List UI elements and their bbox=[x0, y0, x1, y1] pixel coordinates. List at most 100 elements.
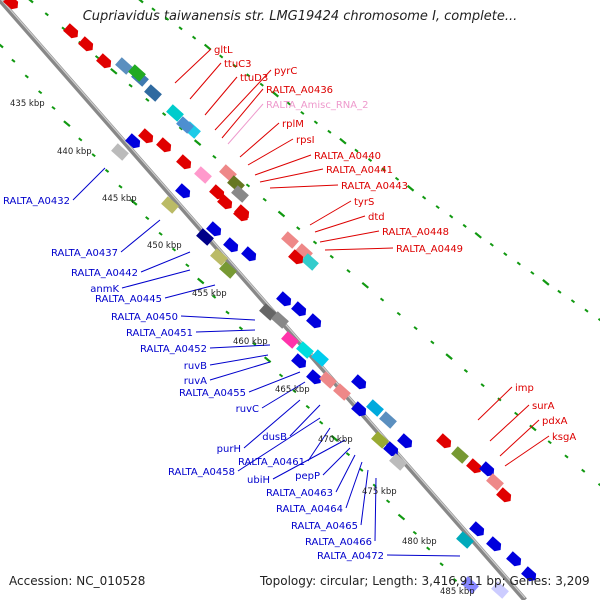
tick-mark bbox=[489, 242, 494, 247]
tick-mark bbox=[232, 63, 237, 68]
tick-mark bbox=[262, 197, 267, 202]
gene-arrow bbox=[306, 313, 322, 329]
gene-label: ruvA bbox=[184, 376, 207, 387]
gene-arrow bbox=[176, 154, 192, 170]
leader-line bbox=[140, 251, 191, 273]
tick-mark bbox=[193, 139, 202, 146]
gene-box bbox=[319, 371, 337, 389]
tick-mark bbox=[516, 261, 521, 266]
tick-mark bbox=[345, 452, 351, 457]
leader-line bbox=[180, 315, 256, 321]
leader-line bbox=[322, 447, 351, 476]
scale-label: 445 kbp bbox=[102, 194, 137, 204]
tick-mark bbox=[529, 424, 537, 432]
tick-mark bbox=[330, 435, 339, 442]
gene-arrow bbox=[209, 184, 225, 200]
tick-mark bbox=[185, 263, 190, 268]
leader-line bbox=[324, 247, 394, 251]
gene-box bbox=[333, 383, 351, 401]
gene-label: RALTA_A0465 bbox=[291, 521, 358, 532]
gene-label: RALTA_A0436 bbox=[266, 85, 333, 96]
tick-mark bbox=[138, 0, 144, 4]
tick-mark bbox=[547, 440, 552, 445]
gene-arrow bbox=[233, 206, 249, 222]
gene-label: pepP bbox=[295, 471, 320, 482]
gene-label: RALTA_A0440 bbox=[314, 151, 381, 162]
gene-arrow bbox=[241, 246, 257, 262]
leader-line bbox=[307, 427, 331, 462]
tick-mark bbox=[312, 240, 318, 245]
gene-box bbox=[456, 531, 474, 549]
gene-box bbox=[271, 311, 289, 329]
gene-arrow bbox=[479, 461, 495, 477]
tick-mark bbox=[421, 195, 427, 200]
gene-box bbox=[115, 57, 133, 75]
gene-arrow bbox=[125, 133, 141, 149]
tick-mark bbox=[286, 101, 291, 106]
tick-mark bbox=[463, 368, 469, 373]
tick-mark bbox=[435, 205, 440, 210]
tick-mark bbox=[542, 279, 550, 286]
tick-mark bbox=[11, 58, 16, 63]
gene-arrow bbox=[223, 237, 239, 253]
tick-mark bbox=[78, 137, 83, 142]
scale-label: 465 kbp bbox=[275, 385, 310, 395]
gene-arrow bbox=[291, 353, 307, 369]
gene-label: RALTA_A0472 bbox=[317, 551, 384, 562]
gene-arrow bbox=[78, 36, 94, 52]
gene-label: RALTA_A0458 bbox=[168, 467, 235, 478]
gene-arrow bbox=[521, 566, 537, 582]
gene-arrow bbox=[3, 0, 19, 10]
tick-mark bbox=[245, 183, 251, 188]
leader-line bbox=[386, 554, 461, 557]
tick-mark bbox=[277, 210, 286, 218]
leader-line bbox=[309, 200, 352, 226]
scale-label: 485 kbp bbox=[440, 587, 475, 597]
leader-line bbox=[247, 138, 294, 166]
leader-line bbox=[209, 361, 271, 381]
gene-label: RALTA_A0443 bbox=[341, 181, 408, 192]
scale-label: 460 kbp bbox=[233, 337, 268, 347]
leader-line bbox=[248, 371, 301, 393]
tick-mark bbox=[413, 326, 418, 331]
gene-box bbox=[451, 446, 469, 464]
gene-label: RALTA_A0466 bbox=[305, 537, 372, 548]
gene-arrow bbox=[138, 128, 154, 144]
leader-line bbox=[239, 122, 280, 158]
tick-mark bbox=[271, 90, 279, 98]
gene-label: gltL bbox=[214, 45, 233, 56]
gene-box bbox=[259, 303, 277, 321]
tick-mark bbox=[514, 411, 519, 416]
tick-mark bbox=[178, 26, 183, 31]
tick-mark bbox=[212, 154, 217, 159]
gene-label: rplM bbox=[282, 119, 304, 130]
tick-mark bbox=[597, 318, 600, 322]
gene-arrow bbox=[496, 487, 512, 503]
gene-label: imp bbox=[515, 383, 534, 394]
gene-label: purH bbox=[217, 444, 241, 455]
leader-line bbox=[209, 354, 269, 366]
tick-mark bbox=[319, 420, 324, 425]
tick-mark bbox=[24, 74, 29, 79]
gene-label: rpsI bbox=[296, 135, 315, 146]
tick-mark bbox=[445, 353, 453, 360]
tick-mark bbox=[158, 231, 163, 236]
tick-mark bbox=[252, 341, 257, 346]
gene-box bbox=[371, 431, 389, 449]
leader-line bbox=[237, 417, 321, 472]
tick-mark bbox=[191, 35, 197, 40]
gene-box bbox=[366, 399, 384, 417]
gene-label: surA bbox=[532, 401, 555, 412]
scale-label: 470 kbp bbox=[318, 435, 353, 445]
gene-box bbox=[296, 341, 314, 359]
tick-mark bbox=[263, 356, 272, 364]
gene-arrow bbox=[351, 401, 367, 417]
tick-mark bbox=[128, 83, 133, 88]
scale-label: 440 kbp bbox=[57, 147, 92, 157]
backbone bbox=[0, 0, 527, 600]
tick-mark bbox=[259, 82, 264, 87]
gene-label: RALTA_Amisc_RNA_2 bbox=[266, 100, 368, 111]
tick-mark bbox=[225, 310, 230, 315]
gene-label: ruvC bbox=[236, 404, 259, 415]
gene-label: ksgA bbox=[552, 432, 576, 443]
